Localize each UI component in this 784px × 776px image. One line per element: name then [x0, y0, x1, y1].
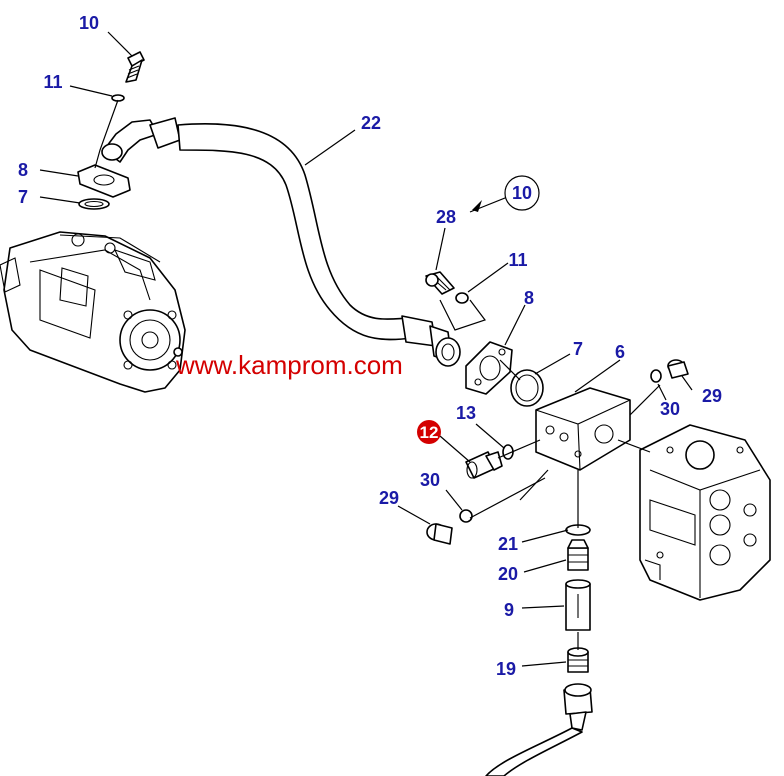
callout-label: 7 — [573, 339, 583, 359]
coupling-9 — [565, 579, 591, 631]
reference-arrow-head — [472, 200, 482, 212]
alignment-lines — [469, 359, 661, 650]
callout-label: 11 — [508, 250, 527, 270]
o-ring-30-left — [459, 509, 473, 523]
callout-label: 29 — [379, 488, 399, 508]
plug-left — [426, 523, 453, 545]
callout-label: 13 — [456, 403, 476, 423]
hose-assembly — [101, 117, 461, 367]
callout-label: 6 — [615, 342, 625, 362]
plug-right — [667, 359, 689, 379]
callout-label: 9 — [504, 600, 514, 620]
callout-label: 19 — [496, 659, 516, 679]
callout-label: 11 — [43, 72, 62, 92]
callout-labels: 10 11 8 7 22 10 28 11 8 7 6 29 30 13 12 … — [18, 13, 722, 679]
hydraulic-pump — [0, 231, 186, 393]
watermark: www.kamprom.com — [175, 350, 403, 380]
callout-label: 29 — [702, 386, 722, 406]
callout-label: 10 — [79, 13, 99, 33]
callout-label: 10 — [512, 183, 532, 203]
valve-block — [535, 387, 631, 471]
callout-label: 22 — [361, 113, 381, 133]
adapter-19 — [567, 647, 589, 673]
callout-label: 20 — [498, 564, 518, 584]
callout-label-highlighted: 12 — [420, 423, 439, 442]
flange-right — [465, 341, 513, 395]
bolt-28 — [425, 271, 455, 295]
control-valve — [639, 424, 771, 601]
callout-label: 30 — [420, 470, 440, 490]
bolt-left — [125, 51, 145, 83]
o-ring-left — [78, 198, 110, 210]
callout-label: 7 — [18, 187, 28, 207]
fitting-12 — [465, 451, 503, 479]
callout-label: 30 — [660, 399, 680, 419]
reference-callout-circle — [504, 175, 540, 211]
flange-left — [77, 164, 131, 198]
hose-lower — [485, 683, 593, 776]
highlighted-callout-marker — [417, 420, 441, 444]
adapter-20 — [567, 539, 589, 571]
callout-label: 28 — [436, 207, 456, 227]
callout-label: 8 — [18, 160, 28, 180]
o-ring-30-right — [650, 369, 662, 383]
washer-right — [455, 292, 469, 304]
callout-label: 8 — [524, 288, 534, 308]
callout-label: 21 — [498, 534, 518, 554]
leader-lines — [39, 31, 693, 667]
